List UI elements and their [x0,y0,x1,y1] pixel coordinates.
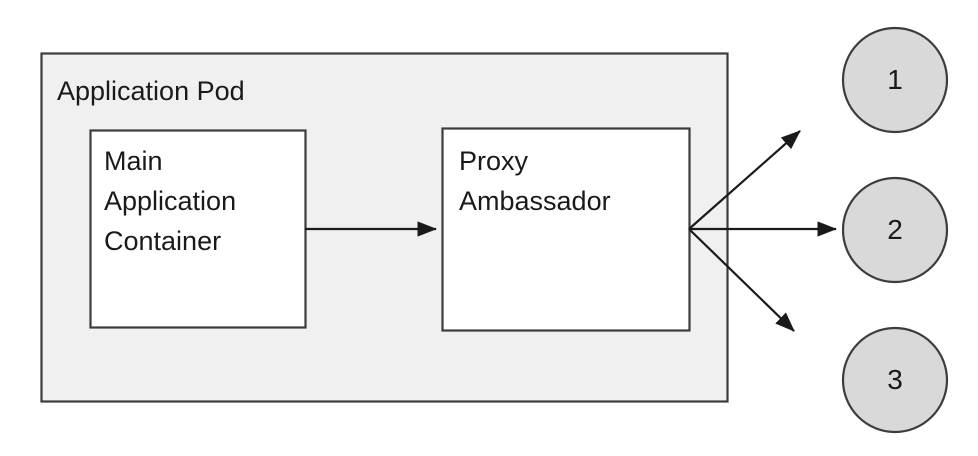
proxy-to-endpoint-1-arrow[interactable] [688,130,801,230]
proxy-ambassador-container-box[interactable] [441,127,691,332]
proxy-to-endpoint-3-arrow[interactable] [688,228,795,332]
endpoint-circle-3[interactable] [841,326,949,434]
main-application-container-box[interactable] [89,129,307,329]
endpoint-circle-1[interactable] [841,26,949,134]
endpoint-circle-2[interactable] [841,176,949,284]
